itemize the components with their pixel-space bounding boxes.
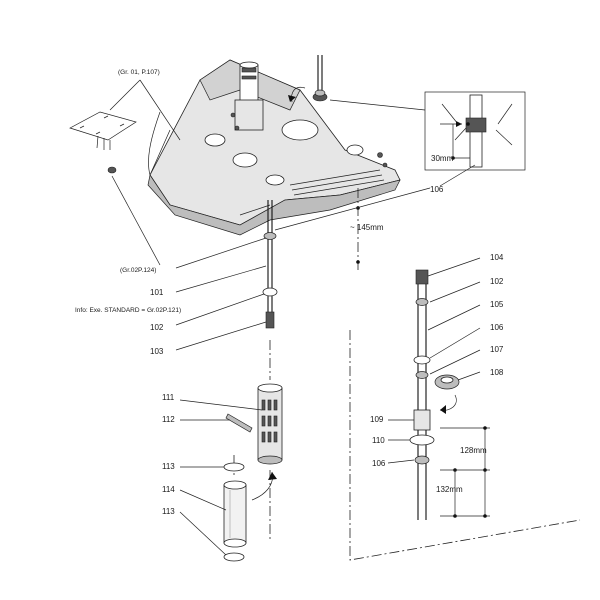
ring-top bbox=[223, 462, 245, 472]
part-106-mid: 106 bbox=[490, 323, 504, 332]
ref-label-gr02-124: (Gr.02P.124) bbox=[120, 267, 156, 274]
right-assembly bbox=[409, 269, 490, 520]
dimension-145mm: ~ 145mm bbox=[350, 223, 384, 232]
detail-inset bbox=[424, 91, 526, 171]
ref-label-gr01: (Gr. 01, P.107) bbox=[118, 69, 160, 76]
part-112: 112 bbox=[162, 415, 175, 424]
dimension-30mm: 30mm bbox=[431, 154, 454, 163]
pump-housing bbox=[147, 59, 401, 236]
part-106-bottom: 106 bbox=[372, 459, 386, 468]
dimension-132mm: 132mm bbox=[436, 485, 463, 494]
part-111: 111 bbox=[162, 393, 175, 402]
part-101: 101 bbox=[150, 288, 164, 297]
part-105: 105 bbox=[490, 300, 504, 309]
part-113-bottom: 113 bbox=[162, 507, 175, 516]
part-104: 104 bbox=[490, 253, 504, 262]
part-106-top: 106 bbox=[430, 185, 444, 194]
top-fitting bbox=[288, 55, 328, 103]
part-107: 107 bbox=[490, 345, 504, 354]
part-109: 109 bbox=[370, 415, 384, 424]
pin bbox=[225, 413, 253, 433]
info-label: Info: Exe. STANDARD = Gr.02P.121) bbox=[75, 307, 181, 314]
part-113-top: 113 bbox=[162, 462, 175, 471]
ring-bottom bbox=[223, 552, 245, 562]
filter-sleeve bbox=[257, 383, 283, 465]
part-108: 108 bbox=[490, 368, 504, 377]
part-102-left: 102 bbox=[150, 323, 164, 332]
glass-tube bbox=[223, 480, 247, 548]
part-102-right: 102 bbox=[490, 277, 504, 286]
reference-plate bbox=[69, 111, 137, 150]
part-103: 103 bbox=[150, 347, 164, 356]
housing-nut bbox=[107, 166, 117, 174]
part-110: 110 bbox=[372, 436, 385, 445]
upper-shaft bbox=[262, 188, 360, 329]
part-114: 114 bbox=[162, 485, 175, 494]
dimension-128mm: 128mm bbox=[460, 446, 487, 455]
